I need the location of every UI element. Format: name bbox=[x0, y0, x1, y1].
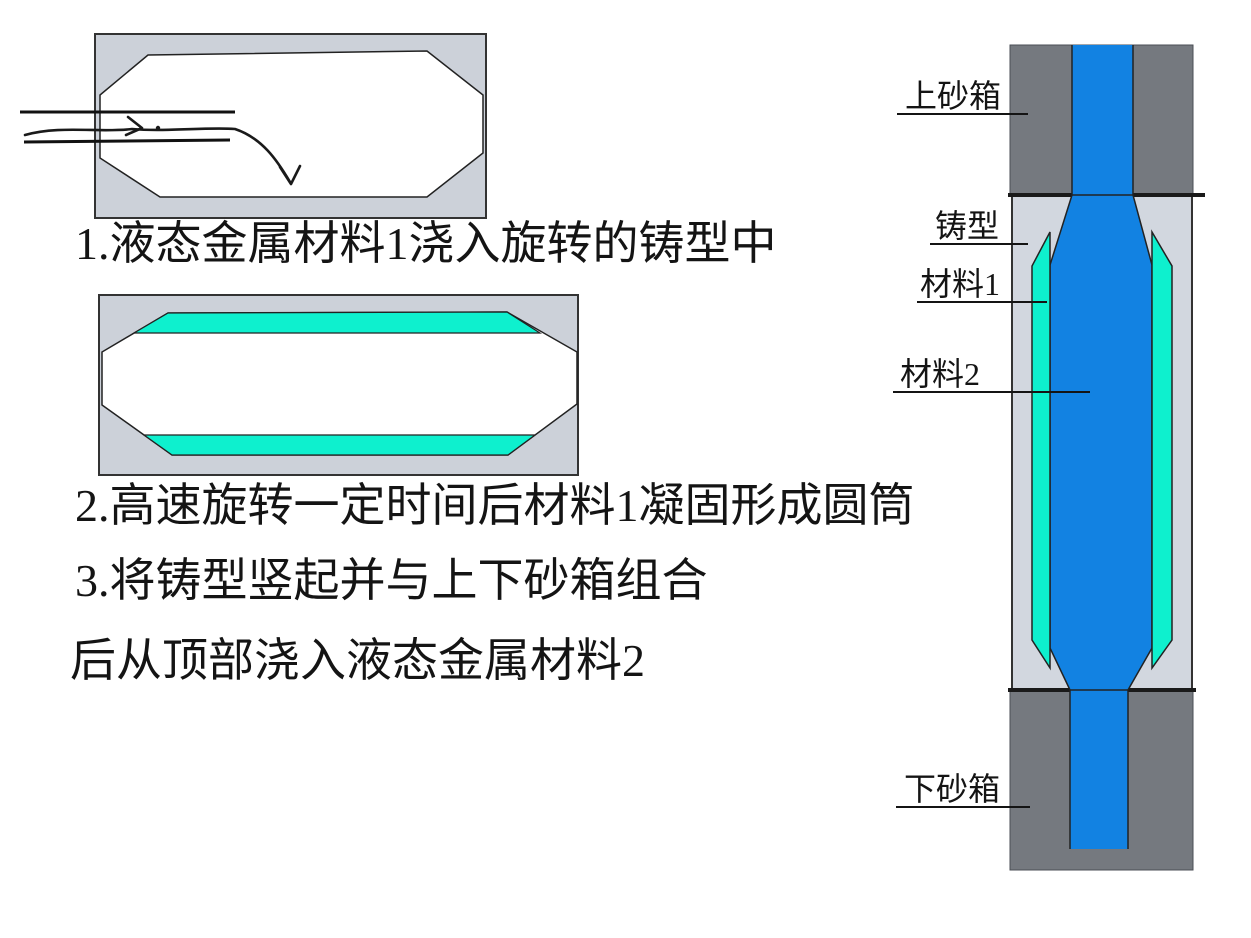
label-material2-text: 材料2 bbox=[900, 356, 981, 392]
step1-mold-cavity bbox=[99, 50, 484, 198]
step2-text: 2.高速旋转一定时间后材料1凝固形成圆筒 bbox=[75, 480, 915, 531]
label-lower-flask-text: 下砂箱 bbox=[904, 771, 1001, 807]
material1-bottom-layer bbox=[142, 434, 537, 456]
stream-dot bbox=[155, 125, 161, 131]
sprue-lower bbox=[1070, 688, 1128, 849]
step3-continued-text: 后从顶部浇入液态金属材料2 bbox=[70, 635, 645, 686]
label-material1: 材料1 bbox=[917, 267, 1047, 303]
stream-arrowhead-end bbox=[278, 164, 302, 186]
step1-mold-figure bbox=[20, 33, 487, 219]
step2-mold-figure bbox=[98, 294, 579, 476]
material1-left-wall bbox=[1031, 231, 1051, 671]
vertical-assembly bbox=[1008, 44, 1205, 871]
label-material2: 材料2 bbox=[893, 357, 1090, 393]
material1-right-wall bbox=[1151, 229, 1173, 671]
step3-text: 3.将铸型竖起并与上下砂箱组合 bbox=[75, 555, 708, 606]
label-lower-flask: 下砂箱 bbox=[896, 772, 1030, 808]
label-upper-flask: 上砂箱 bbox=[897, 79, 1028, 115]
label-material1-text: 材料1 bbox=[920, 266, 1001, 302]
label-upper-flask-text: 上砂箱 bbox=[905, 78, 1002, 114]
label-mold: 铸型 bbox=[930, 209, 1028, 245]
stream-arrowhead-mid bbox=[124, 115, 144, 137]
pour-spout-lower-line bbox=[23, 138, 231, 144]
molten-metal-stream bbox=[23, 127, 292, 184]
label-mold-text: 铸型 bbox=[935, 208, 1000, 244]
material2-core bbox=[1049, 194, 1153, 691]
step1-text: 1.液态金属材料1浇入旋转的铸型中 bbox=[75, 218, 777, 269]
material1-top-layer bbox=[131, 311, 543, 334]
sprue-upper bbox=[1072, 45, 1133, 197]
